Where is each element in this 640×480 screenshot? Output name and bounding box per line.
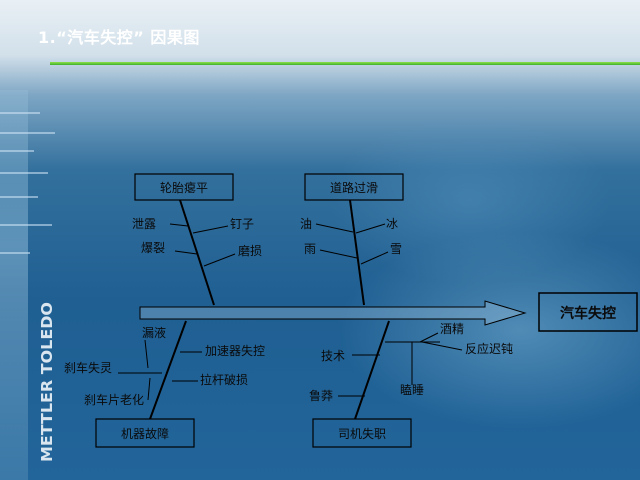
decor-stripe xyxy=(0,224,52,226)
cause-label: 刹车片老化 xyxy=(84,392,144,407)
decor-stripe xyxy=(0,172,48,174)
cause-label: 雪 xyxy=(390,242,402,256)
decor-stripe xyxy=(0,150,34,152)
cause-label: 磨损 xyxy=(238,244,262,258)
cause-label: 加速器失控 xyxy=(205,343,265,358)
category-box-machine xyxy=(95,418,195,448)
cause-label: 冰 xyxy=(386,217,398,231)
category-box-road xyxy=(304,173,404,201)
cause-label: 漏液 xyxy=(142,325,166,340)
branch-line xyxy=(174,250,198,255)
cause-label: 泄露 xyxy=(132,217,156,231)
branch-line xyxy=(203,253,236,267)
decor-stripe xyxy=(0,112,40,114)
bone-tire xyxy=(179,199,215,306)
cause-label: 雨 xyxy=(304,242,316,256)
cause-label: 酒精 xyxy=(440,322,464,336)
cause-label: 拉杆破损 xyxy=(200,372,248,387)
branch-line xyxy=(355,223,386,234)
branch-line xyxy=(192,225,229,234)
mettler-toledo-logo: METTLER TOLEDO xyxy=(38,302,56,462)
logo-text: METTLER TOLEDO xyxy=(38,302,56,462)
cause-label: 油 xyxy=(300,217,312,231)
branch-line xyxy=(147,377,151,401)
category-label-tire: 轮胎瘪平 xyxy=(160,180,208,195)
decor-stripe xyxy=(0,252,30,254)
branch-line xyxy=(421,341,463,351)
left-decor-band xyxy=(0,90,28,480)
cause-label: 瞌睡 xyxy=(400,383,424,397)
branch-line xyxy=(319,249,358,259)
cause-label: 技术 xyxy=(321,349,345,363)
slide-title: 1.“汽车失控” 因果图 xyxy=(38,28,200,47)
branch-line xyxy=(315,223,354,233)
branch-line xyxy=(419,332,439,343)
category-box-driver xyxy=(312,418,412,448)
branch-line xyxy=(169,223,189,227)
effect-box xyxy=(538,292,638,332)
cause-label: 爆裂 xyxy=(141,241,165,255)
branch-line xyxy=(144,339,149,369)
title-underline xyxy=(50,62,640,65)
bone-road xyxy=(349,199,365,306)
decor-stripe xyxy=(0,132,55,134)
cause-label: 反应迟钝 xyxy=(465,341,513,356)
bone-driver xyxy=(354,320,390,420)
branch-line xyxy=(360,251,389,265)
cause-label: 鲁莽 xyxy=(309,389,333,403)
cause-label: 钉子 xyxy=(230,217,254,231)
bone-machine xyxy=(149,320,187,420)
category-label-road: 道路过滑 xyxy=(330,180,378,195)
spine-arrow xyxy=(139,300,527,326)
category-label-driver: 司机失职 xyxy=(338,426,386,441)
effect-label: 汽车失控 xyxy=(560,305,616,322)
decor-stripe xyxy=(0,196,38,198)
category-label-machine: 机器故障 xyxy=(121,426,169,441)
cause-label: 刹车失灵 xyxy=(64,360,112,375)
category-box-tire xyxy=(134,173,234,201)
